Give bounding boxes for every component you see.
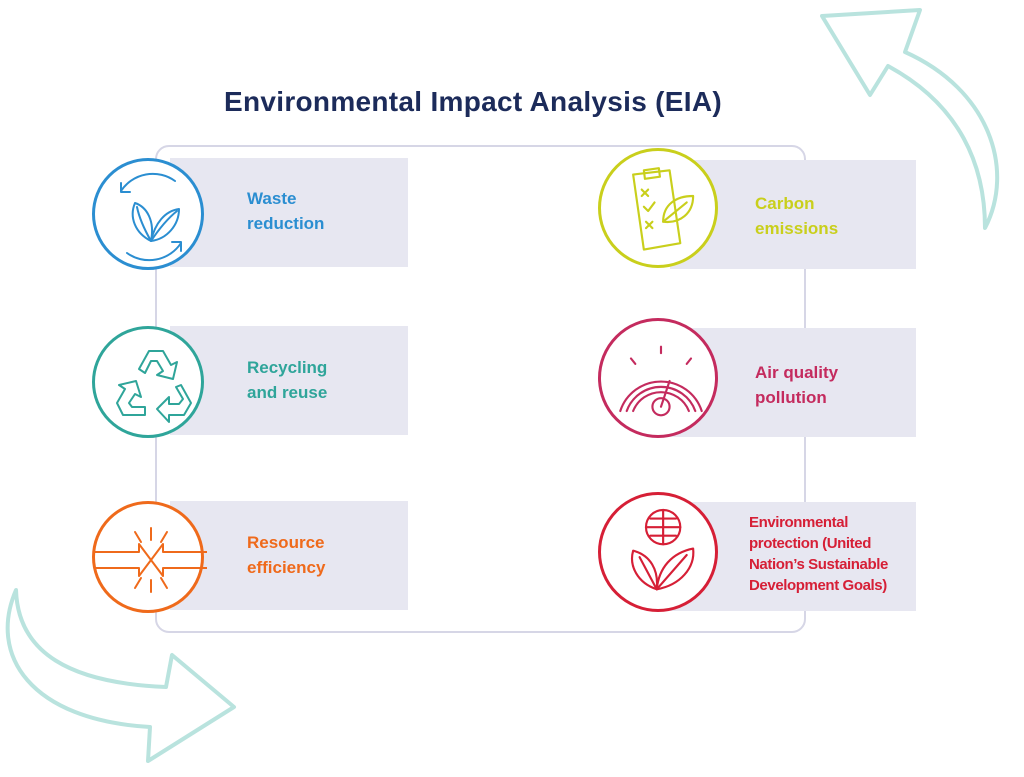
converging-arrows-icon: [92, 501, 207, 613]
leaves-cycle-icon: [92, 158, 204, 270]
label-recycling-reuse: Recycling and reuse: [247, 358, 328, 402]
label-resource-efficiency: Resource efficiency: [247, 533, 326, 577]
clipboard-leaf-icon: [598, 148, 718, 268]
diagram-title: Environmental Impact Analysis (EIA): [223, 86, 723, 117]
bottom-left-curved-arrow-icon: [5, 588, 236, 763]
panel-resource-efficiency: [170, 501, 408, 610]
label-waste-reduction: Waste reduction: [247, 189, 325, 233]
top-right-curved-arrow-icon: [820, 8, 1000, 230]
label-environmental-protection: Environmental protection (United Nation’…: [749, 514, 888, 594]
panel-recycling-reuse: [170, 326, 408, 435]
label-air-quality: Air quality pollution: [755, 363, 839, 407]
globe-leaves-icon: [598, 492, 718, 612]
label-carbon-emissions: Carbon emissions: [755, 194, 839, 238]
panel-waste-reduction: [170, 158, 408, 267]
recycle-icon: [92, 326, 204, 438]
gauge-icon: [598, 318, 718, 438]
